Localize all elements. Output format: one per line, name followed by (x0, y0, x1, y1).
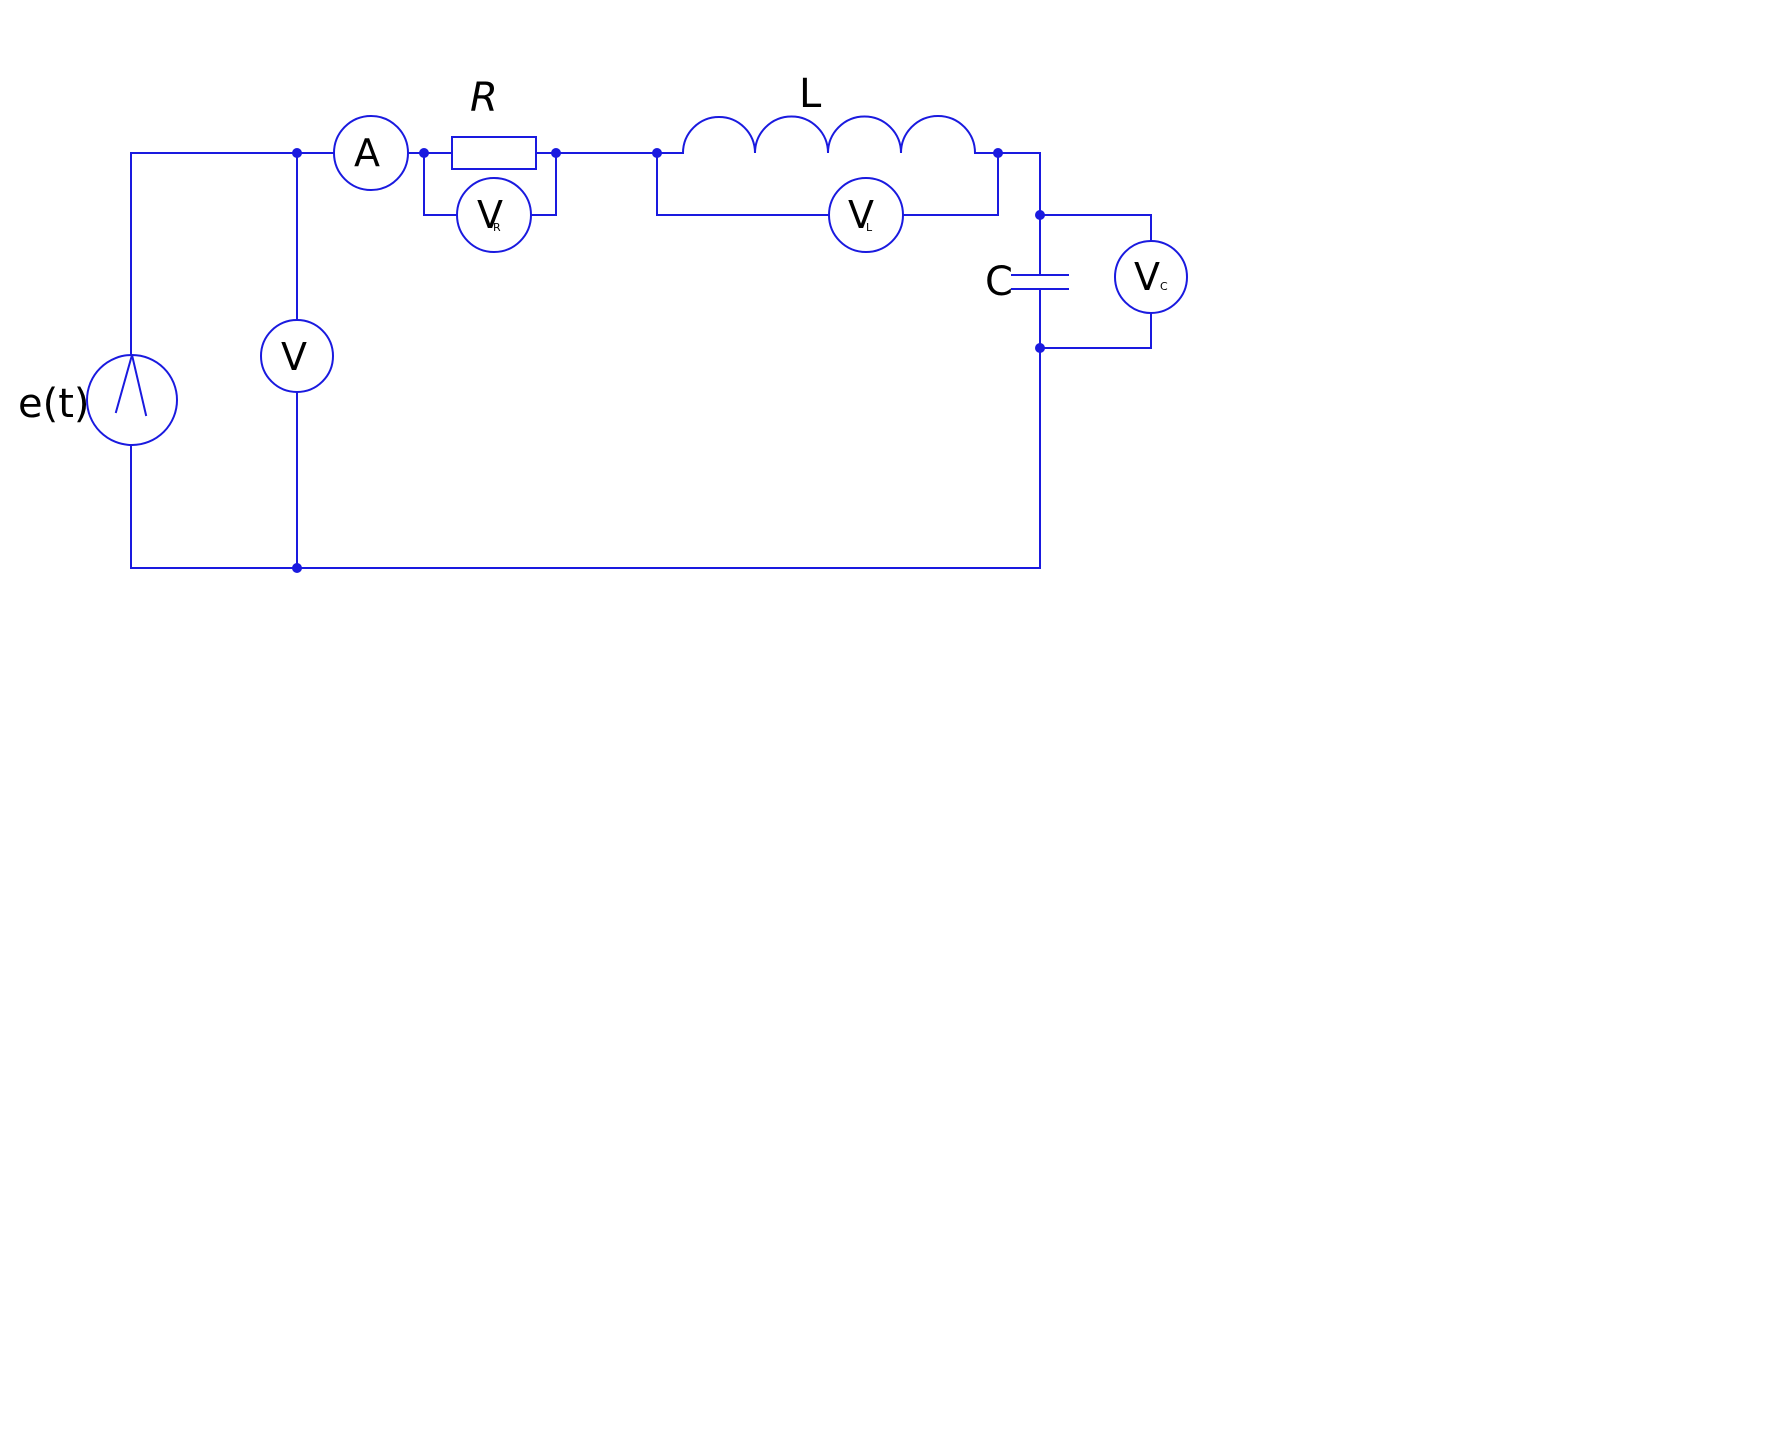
voltmeter-r: V R (456, 177, 532, 253)
resistor-label: R (470, 75, 498, 121)
junction-node (292, 148, 302, 158)
source-arrow-icon (114, 354, 148, 417)
voltmeter-r-subscript: R (493, 221, 501, 234)
voltmeter-source-circle (260, 319, 334, 393)
voltmeter-c: V C (1114, 240, 1188, 314)
voltmeter-r-circle (456, 177, 532, 253)
junction-node (652, 148, 662, 158)
voltmeter-c-subscript: C (1160, 280, 1168, 293)
wire-vr-branch-right (530, 152, 557, 216)
wire-vl-branch-left (656, 152, 830, 216)
voltmeter-l-letter: V (848, 193, 874, 237)
junction-node (1035, 210, 1045, 220)
voltmeter-l-circle (828, 177, 904, 253)
inductor-symbol (681, 115, 977, 155)
ammeter-letter: A (354, 131, 380, 175)
junction-node (292, 563, 302, 573)
ammeter-circle (333, 115, 409, 191)
voltage-source (86, 354, 178, 446)
voltmeter-source-letter: V (281, 335, 307, 379)
voltmeter-source: V (260, 319, 334, 393)
source-label: e(t) (18, 381, 90, 427)
junction-node (551, 148, 561, 158)
voltmeter-l: V L (828, 177, 904, 253)
wire-vl-branch-right (902, 152, 999, 216)
wire-vc-branch-top (1039, 214, 1152, 243)
voltmeter-c-letter: V (1134, 255, 1160, 299)
voltmeter-l-subscript: L (866, 221, 873, 234)
inductor-label: L (799, 71, 822, 117)
junction-node (1035, 343, 1045, 353)
junction-node (993, 148, 1003, 158)
wire-vr-branch-left (423, 152, 458, 216)
voltmeter-r-letter: V (477, 193, 503, 237)
capacitor-gap (1030, 275, 1050, 289)
resistor-symbol (451, 136, 537, 170)
wire-vc-branch-bottom (1039, 310, 1152, 349)
voltmeter-c-circle (1114, 240, 1188, 314)
capacitor-label: C (985, 259, 1013, 305)
junction-nodes (292, 148, 1045, 573)
ammeter: A (333, 115, 409, 191)
source-circle (86, 354, 178, 446)
junction-node (419, 148, 429, 158)
